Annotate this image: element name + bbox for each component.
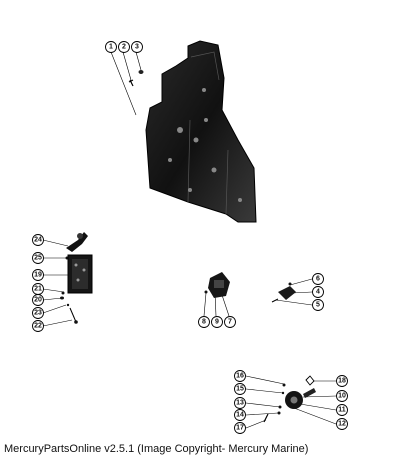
svg-text:5: 5: [316, 302, 320, 309]
svg-text:22: 22: [34, 323, 42, 330]
callout-12: 12: [336, 418, 348, 430]
svg-text:17: 17: [236, 425, 244, 432]
svg-text:25: 25: [34, 255, 42, 262]
middle-group-parts: [204, 272, 230, 298]
callout-8: 8: [198, 316, 210, 328]
svg-text:9: 9: [215, 319, 219, 326]
callout-17: 17: [234, 422, 246, 434]
callout-23: 23: [32, 307, 44, 319]
svg-text:4: 4: [316, 289, 320, 296]
callout-3: 3: [131, 41, 143, 53]
left-group-parts: [60, 232, 93, 324]
svg-text:21: 21: [34, 286, 42, 293]
callout-4: 4: [312, 286, 324, 298]
svg-text:16: 16: [236, 373, 244, 380]
svg-text:19: 19: [34, 272, 42, 279]
svg-text:14: 14: [236, 412, 244, 419]
callout-1: 1: [105, 41, 117, 53]
svg-text:18: 18: [338, 378, 346, 385]
svg-text:3: 3: [135, 44, 139, 51]
callout-6: 6: [312, 273, 324, 285]
svg-text:12: 12: [338, 421, 346, 428]
svg-text:1: 1: [109, 44, 113, 51]
callout-11: 11: [336, 404, 348, 416]
mounting-plate-illustration: [145, 40, 257, 223]
callout-9: 9: [211, 316, 223, 328]
callout-20: 20: [32, 294, 44, 306]
svg-text:24: 24: [34, 237, 42, 244]
callout-13: 13: [234, 397, 246, 409]
svg-text:7: 7: [228, 319, 232, 326]
svg-text:2: 2: [122, 44, 126, 51]
svg-text:23: 23: [34, 310, 42, 317]
callout-19: 19: [32, 269, 44, 281]
right-group-parts: [271, 282, 296, 303]
callout-2: 2: [118, 41, 130, 53]
svg-text:8: 8: [202, 319, 206, 326]
callout-5: 5: [312, 299, 324, 311]
svg-text:15: 15: [236, 386, 244, 393]
callout-16: 16: [234, 370, 246, 382]
svg-text:13: 13: [236, 400, 244, 407]
callout-24: 24: [32, 234, 44, 246]
callout-15: 15: [234, 383, 246, 395]
leader-lines: [42, 51, 337, 429]
callout-22: 22: [32, 320, 44, 332]
callout-18: 18: [336, 375, 348, 387]
callout-21: 21: [32, 283, 44, 295]
screw-parts: [128, 70, 144, 87]
svg-text:10: 10: [338, 393, 346, 400]
callout-25: 25: [32, 252, 44, 264]
callout-10: 10: [336, 390, 348, 402]
callouts: 1 2 3 24 25 19 21 20 23 22 6 4 5 8 9 7 1…: [32, 41, 348, 434]
callout-14: 14: [234, 409, 246, 421]
svg-text:11: 11: [338, 407, 346, 414]
callout-7: 7: [224, 316, 236, 328]
svg-text:6: 6: [316, 276, 320, 283]
copyright-caption: MercuryPartsOnline v2.5.1 (Image Copyrig…: [4, 443, 309, 455]
bottom-right-group-parts: [263, 375, 316, 423]
svg-text:20: 20: [34, 297, 42, 304]
